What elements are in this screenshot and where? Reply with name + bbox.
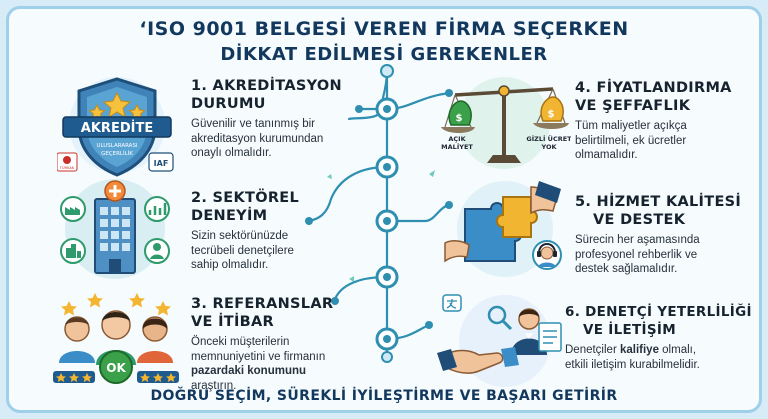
handshake-icon	[437, 347, 519, 374]
sector-experience-illustration	[60, 179, 170, 279]
section-2-text: Sizin sektörünüzde tecrübeli denetçilere…	[191, 230, 294, 271]
accreditation-shield-illustration: AKREDİTE ULUSLARARASI GEÇERLİLİK TÜRKAK …	[57, 77, 174, 177]
ok-badge-icon	[99, 350, 133, 384]
star-icons	[88, 91, 146, 120]
section-4-heading: 4. FİYATLANDIRMA VE ŞEFFAFLIK	[575, 80, 732, 114]
connector-2	[307, 165, 389, 223]
hand-left-icon	[444, 240, 470, 263]
badge-sub-1: ULUSLARARASI	[96, 143, 137, 149]
magnifier-icon	[487, 305, 507, 325]
auditor-illustration	[437, 294, 562, 387]
section-5-heading: 5. HİZMET KALİTESİ VE DESTEK	[575, 194, 742, 228]
scale-left-label-2: MALİYET	[441, 142, 473, 151]
section-auditor-competence: 6. DENETÇİ YETERLİLİĞİ VE İLETİŞİM Denet…	[565, 303, 759, 372]
svg-text:$: $	[548, 109, 555, 120]
section-3-text: Önceki müşterilerin memnuniyetini ve fir…	[191, 336, 326, 392]
title-line-2: DİKKAT EDİLMESİ GEREKENLER	[220, 44, 548, 65]
timeline-nodes	[305, 64, 453, 363]
page-title: ‘ISO 9001 BELGESİ VEREN FİRMA SEÇERKEN D…	[9, 17, 759, 67]
section-6-text: Denetçiler kalifiye olmalı, etkili ileti…	[565, 344, 700, 371]
service-quality-illustration	[444, 181, 562, 277]
rating-stars-bottom	[56, 373, 176, 383]
section-6-heading: 6. DENETÇİ YETERLİLİĞİ VE İLETİŞİM	[565, 304, 752, 338]
section-references: 3. REFERANSLAR VE İTİBAR Önceki müşteril…	[191, 295, 373, 393]
scale-right-label-2: YOK	[540, 143, 557, 151]
svg-text:$: $	[456, 113, 463, 124]
badge-sub-2: GEÇERLİLİK	[101, 150, 133, 157]
section-1-text: Güvenilir ve tanınmış bir akreditasyon k…	[191, 118, 324, 159]
timeline-node-0	[380, 64, 394, 78]
support-agent-icon	[532, 240, 562, 270]
money-bag-right-icon	[540, 96, 564, 122]
section-pricing: 4. FİYATLANDIRMA VE ŞEFFAFLIK Tüm maliye…	[575, 79, 755, 163]
title-line-1: ‘ISO 9001 BELGESİ VEREN FİRMA SEÇERKEN	[139, 18, 629, 40]
scale-right-label-1: GİZLİ ÜCRET	[526, 134, 571, 143]
references-illustration: OK	[53, 293, 179, 384]
ribbon-banner	[62, 116, 172, 138]
section-4-text: Tüm maliyetler açıkça belirtilmeli, ek ü…	[575, 120, 687, 161]
ok-badge-text: OK	[106, 361, 126, 375]
infographic-frame: ‘ISO 9001 BELGESİ VEREN FİRMA SEÇERKEN D…	[6, 6, 762, 413]
rating-stars-top	[61, 293, 171, 316]
timeline-spine	[305, 64, 453, 363]
section-5-text: Sürecin her aşamasında profesyonel rehbe…	[575, 234, 700, 275]
section-sector-experience: 2. SEKTÖREL DENEYİM Sizin sektörünüzde t…	[191, 189, 371, 273]
turkak-text: TÜRKAK	[59, 165, 75, 170]
money-bag-left-icon	[448, 100, 472, 126]
ribbon-text: AKREDİTE	[81, 120, 153, 136]
footer-tagline: DOĞRU SEÇİM, SÜREKLİ İYİLEŞTİRME VE BAŞA…	[150, 388, 618, 404]
section-2-heading: 2. SEKTÖREL DENEYİM	[191, 190, 300, 224]
scale-left-label-1: AÇIK	[448, 135, 466, 143]
section-accreditation: 1. AKREDİTASYON DURUMU Güvenilir ve tanı…	[191, 77, 371, 161]
section-service-quality: 5. HİZMET KALİTESİ VE DESTEK Sürecin her…	[575, 193, 755, 277]
pricing-scale-illustration: $ $ AÇIK MALİYET GİZLİ ÜCRET YOK	[441, 77, 571, 169]
sparkle-accents	[327, 170, 435, 282]
section-1-heading: 1. AKREDİTASYON DURUMU	[191, 78, 342, 112]
section-3-heading: 3. REFERANSLAR VE İTİBAR	[191, 296, 334, 330]
timeline-node-end	[381, 351, 393, 363]
auditor-person-icon	[511, 308, 547, 355]
iaf-text: IAF	[154, 159, 169, 168]
iaf-logo	[148, 152, 174, 172]
